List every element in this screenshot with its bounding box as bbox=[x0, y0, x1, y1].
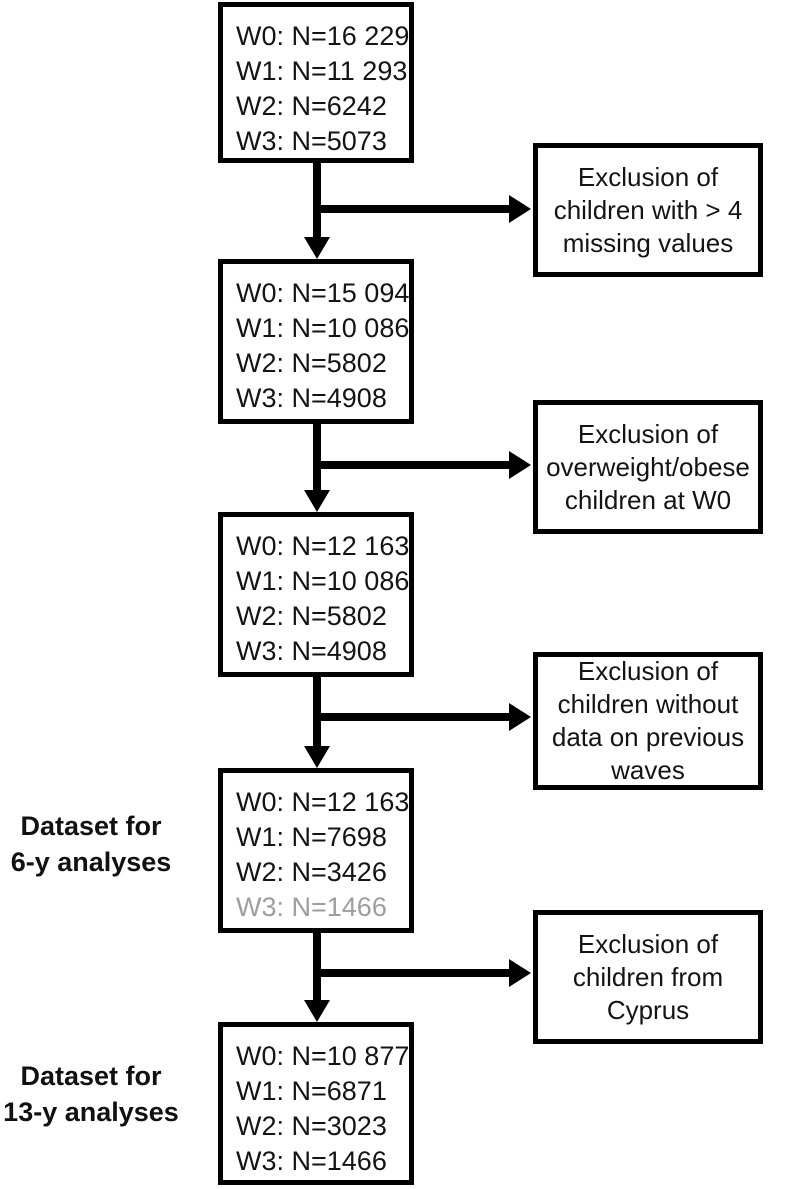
wave-count-line: W2: N=3426 bbox=[236, 857, 387, 887]
connector-line-1 bbox=[313, 163, 321, 239]
wave-count-line: W0: N=10 877 bbox=[236, 1041, 410, 1071]
wave-count-line: W3: N=1466 bbox=[236, 1146, 387, 1176]
branch-line-1 bbox=[313, 205, 511, 213]
arrowhead-right-icon bbox=[509, 703, 531, 731]
connector-line-2 bbox=[313, 424, 321, 492]
branch-line-4 bbox=[313, 969, 511, 977]
wave-count-line: W0: N=12 163 bbox=[236, 531, 410, 561]
arrowhead-right-icon bbox=[509, 959, 531, 987]
wave-box-initial: W0: N=16 229 W1: N=11 293 W2: N=6242 W3:… bbox=[218, 2, 414, 163]
wave-count-line: W1: N=6871 bbox=[236, 1076, 387, 1106]
exclusion-box-overweight: Exclusion of overweight/obese children a… bbox=[533, 400, 763, 534]
branch-line-2 bbox=[313, 461, 511, 469]
wave-box-after-overweight-exclusion: W0: N=12 163 W1: N=10 086 W2: N=5802 W3:… bbox=[218, 512, 414, 677]
arrowhead-right-icon bbox=[509, 195, 531, 223]
arrowhead-down-icon bbox=[304, 746, 330, 768]
wave-count-line: W0: N=15 094 bbox=[236, 278, 410, 308]
wave-box-after-missing-exclusion: W0: N=15 094 W1: N=10 086 W2: N=5802 W3:… bbox=[218, 259, 414, 424]
wave-count-line: W3: N=4908 bbox=[236, 383, 387, 413]
wave-count-line: W2: N=5802 bbox=[236, 601, 387, 631]
exclusion-box-cyprus: Exclusion of children from Cyprus bbox=[533, 910, 763, 1044]
exclusion-box-missing-values: Exclusion of children with > 4 missing v… bbox=[533, 143, 763, 277]
wave-count-line: W2: N=6242 bbox=[236, 91, 387, 121]
wave-count-line: W3: N=5073 bbox=[236, 126, 387, 156]
arrowhead-right-icon bbox=[509, 451, 531, 479]
connector-line-4 bbox=[313, 933, 321, 1002]
connector-line-3 bbox=[313, 677, 321, 748]
arrowhead-down-icon bbox=[304, 1000, 330, 1022]
side-label-6y-dataset: Dataset for 6-y analyses bbox=[10, 811, 172, 877]
wave-count-line: W1: N=10 086 bbox=[236, 566, 410, 596]
wave-count-line: W3: N=4908 bbox=[236, 636, 387, 666]
arrowhead-down-icon bbox=[304, 490, 330, 512]
wave-count-line: W1: N=11 293 bbox=[236, 56, 408, 86]
arrowhead-down-icon bbox=[304, 237, 330, 259]
exclusion-text: Exclusion of children from Cyprus bbox=[572, 928, 724, 1025]
wave-count-line: W0: N=12 163 bbox=[236, 787, 410, 817]
wave-count-line-muted: W3: N=1466 bbox=[236, 892, 387, 922]
branch-line-3 bbox=[313, 713, 511, 721]
exclusion-text: Exclusion of children without data on pr… bbox=[551, 656, 745, 785]
wave-count-line: W2: N=3023 bbox=[236, 1111, 387, 1141]
exclusion-text: Exclusion of overweight/obese children a… bbox=[546, 418, 750, 515]
exclusion-box-no-previous-data: Exclusion of children without data on pr… bbox=[533, 652, 763, 790]
wave-count-line: W0: N=16 229 bbox=[236, 21, 410, 51]
wave-count-line: W2: N=5802 bbox=[236, 348, 387, 378]
exclusion-text: Exclusion of children with > 4 missing v… bbox=[553, 161, 743, 258]
wave-count-line: W1: N=7698 bbox=[236, 822, 387, 852]
side-label-13y-dataset: Dataset for 13-y analyses bbox=[3, 1061, 179, 1127]
wave-count-line: W1: N=10 086 bbox=[236, 313, 410, 343]
wave-box-dataset-6y: W0: N=12 163 W1: N=7698 W2: N=3426 W3: N… bbox=[218, 768, 414, 933]
wave-box-dataset-13y: W0: N=10 877 W1: N=6871 W2: N=3023 W3: N… bbox=[218, 1022, 414, 1185]
